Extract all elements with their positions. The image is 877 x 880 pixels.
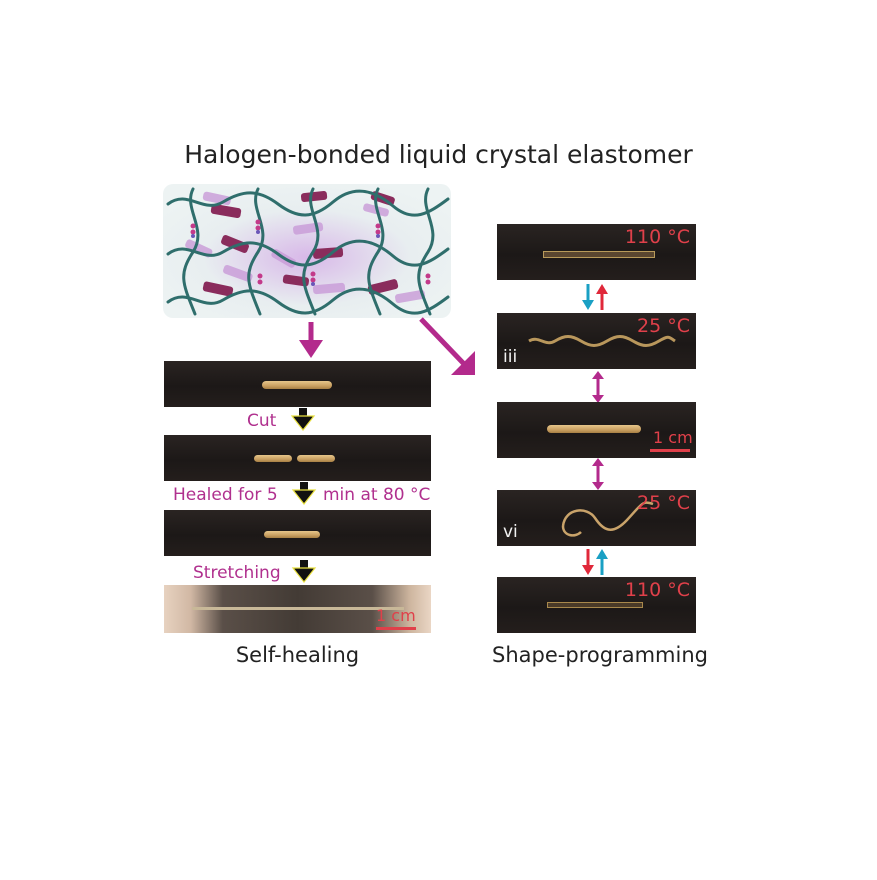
photo-flat-reference: 1 cm xyxy=(497,402,696,458)
scale-label-left: 1 cm xyxy=(376,606,416,625)
scale-bar-left xyxy=(376,627,416,630)
panel-label-iii: iii xyxy=(503,347,518,367)
healed-strip xyxy=(264,531,320,538)
arrow-down-left xyxy=(299,322,323,358)
arrow-diagonal-right xyxy=(419,317,475,375)
panel-label-vi: vi xyxy=(503,522,518,542)
arrow-stretch xyxy=(291,560,317,583)
photo-25c-twisted: 25 °C iii xyxy=(497,313,696,369)
photo-healed-strip xyxy=(164,510,431,556)
twisted-strip xyxy=(528,335,676,347)
cut-piece-left xyxy=(254,455,292,462)
photo-original-strip xyxy=(164,361,431,407)
temp-label-1: 110 °C xyxy=(624,226,690,248)
photo-25c-curled: 25 °C vi xyxy=(497,490,696,546)
arrow-pair-2 xyxy=(582,549,608,575)
photo-110c-top: 110 °C xyxy=(497,224,696,280)
arrow-double-1 xyxy=(592,371,604,403)
temp-label-2: 25 °C xyxy=(637,315,690,337)
flat-strip-hot xyxy=(543,251,655,258)
step-cut-label: Cut xyxy=(247,411,277,431)
caption-self-healing: Self-healing xyxy=(235,643,360,667)
flat-strip-hot-bottom xyxy=(547,602,643,608)
photo-110c-bottom: 110 °C xyxy=(497,577,696,633)
figure-title: Halogen-bonded liquid crystal elastomer xyxy=(184,140,693,169)
curled-strip xyxy=(561,501,654,537)
arrow-double-2 xyxy=(592,458,604,490)
step-heal-label: Healed for 5 xyxy=(173,485,278,505)
flat-strip xyxy=(547,425,641,433)
temp-label-5: 110 °C xyxy=(624,579,690,601)
arrow-pair-1 xyxy=(582,284,608,310)
arrow-cut xyxy=(290,408,316,431)
arrow-heal xyxy=(291,482,317,505)
step-heal-condition: min at 80 °C xyxy=(323,485,431,505)
cut-piece-right xyxy=(297,455,335,462)
temp-label-4: 25 °C xyxy=(637,492,690,514)
photo-cut-strip xyxy=(164,435,431,481)
network-schematic xyxy=(163,184,451,318)
scale-label-right: 1 cm xyxy=(653,428,693,447)
caption-shape-programming: Shape-programming xyxy=(492,643,708,667)
stretched-strip xyxy=(192,607,404,610)
step-stretch-label: Stretching xyxy=(193,563,281,583)
photo-stretched-strip: 1 cm xyxy=(164,585,431,633)
scale-bar-right xyxy=(650,449,690,452)
elastomer-strip xyxy=(262,381,332,389)
